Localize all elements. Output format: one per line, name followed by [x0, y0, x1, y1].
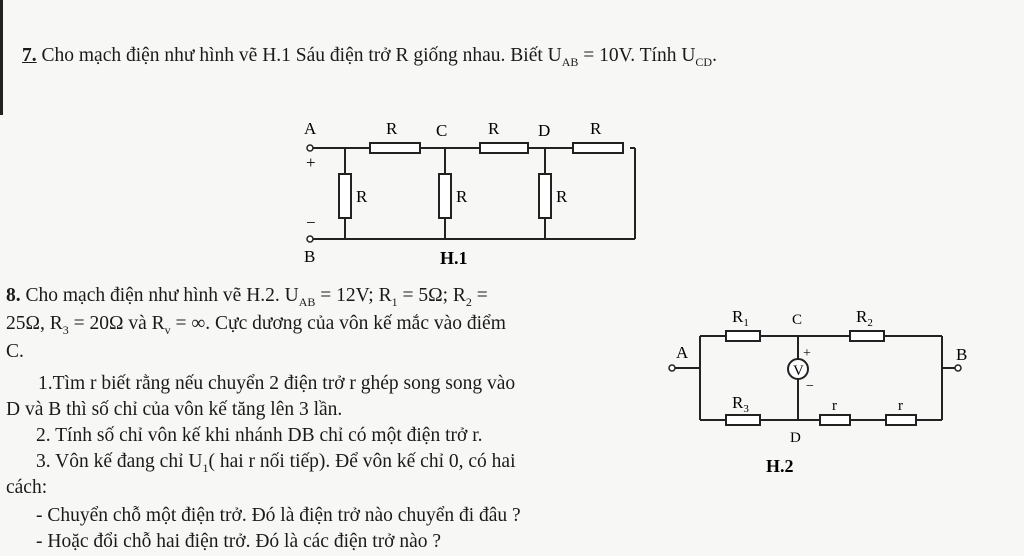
terminal-b	[306, 235, 314, 243]
resistor-label-d-end: R	[590, 119, 602, 138]
voltmeter-label: V	[793, 363, 804, 379]
question-2: 2. Tính số chỉ vôn kế khi nhánh DB chỉ c…	[36, 425, 483, 446]
question-1-line-2: D và B thì số chỉ của vôn kế tăng lên 3 …	[6, 399, 343, 420]
resistor-label-v3: R	[556, 187, 568, 206]
node-a-label: A	[676, 343, 689, 362]
resistor-vertical-1	[338, 173, 352, 219]
problem-7-text-2: = 10V. Tính U	[578, 45, 696, 66]
node-b-label: B	[956, 345, 967, 364]
minus-sign: −	[306, 213, 316, 232]
r-label-first: r	[832, 398, 837, 414]
terminal-a	[306, 144, 314, 152]
voltmeter-minus: −	[806, 379, 814, 394]
problem-7-text: Cho mạch điện như hình vẽ H.1 Sáu điện t…	[41, 45, 562, 66]
resistor-r1	[725, 330, 761, 342]
p8-r3-sub: 3	[62, 322, 69, 337]
r1-sub: 1	[743, 317, 749, 329]
plus-sign: +	[306, 153, 316, 172]
resistor-vertical-3	[538, 173, 552, 219]
terminal-a	[668, 364, 676, 372]
resistor-d-end	[572, 142, 624, 154]
p8-r1-sub: 1	[391, 294, 398, 309]
p8-uab-sub: AB	[298, 294, 316, 309]
uab-subscript: AB	[561, 54, 579, 69]
p8-rv-sub: v	[164, 322, 171, 337]
r3-sub: 3	[743, 403, 749, 415]
problem-7-end: .	[712, 45, 717, 66]
r1-letter: R	[732, 307, 744, 326]
node-c-label: C	[792, 312, 802, 328]
problem-8-line-2: 25Ω, R3 = 20Ω và Rv = ∞. Cực dương của v…	[6, 312, 506, 342]
resistor-vertical-2	[438, 173, 452, 219]
r-label-second: r	[898, 398, 903, 414]
resistor-ac	[369, 142, 421, 154]
left-border-line	[0, 0, 3, 115]
resistor-cd	[479, 142, 529, 154]
p8-l2a: 25Ω, R	[6, 313, 63, 334]
problem-8-line-1: 8. Cho mạch điện như hình vẽ H.2. UAB = …	[6, 284, 488, 314]
p8-l2c: = ∞. Cực dương của vôn kế mắc vào điểm	[170, 313, 506, 334]
cut-off-next-line	[0, 548, 1024, 556]
r3-label: R3	[732, 393, 749, 415]
problem-7-number: 7.	[22, 45, 37, 66]
r1-label: R1	[732, 307, 749, 329]
node-a-label: A	[304, 119, 317, 138]
q3-b: ( hai r nối tiếp). Để vôn kế chỉ 0, có h…	[208, 451, 516, 472]
circuit-diagram-h2: V + − A B C D R1 R2 R3 r r H.2	[668, 307, 967, 476]
question-1-line-1: 1.Tìm r biết rằng nếu chuyển 2 điện trở …	[38, 373, 516, 394]
p8-r2-sub: 2	[465, 294, 472, 309]
answer-bullet-2: - Hoặc đổi chỗ hai điện trở. Đó là các đ…	[36, 531, 442, 552]
resistor-label-cd: R	[488, 119, 500, 138]
r3-letter: R	[732, 393, 744, 412]
resistor-r-second	[885, 414, 917, 426]
resistor-r3	[725, 414, 761, 426]
q3-sub: 1	[202, 460, 209, 475]
problem-7-statement: 7. Cho mạch điện như hình vẽ H.1 Sáu điệ…	[22, 44, 717, 74]
figure-2-caption: H.2	[766, 456, 794, 476]
voltmeter-plus: +	[803, 346, 811, 361]
ucd-subscript: CD	[695, 54, 713, 69]
node-d-label: D	[538, 121, 550, 140]
node-c-label: C	[436, 121, 447, 140]
r2-sub: 2	[867, 317, 873, 329]
answer-bullet-1: - Chuyển chỗ một điện trở. Đó là điện tr…	[36, 505, 521, 526]
problem-8-number: 8.	[6, 285, 21, 306]
question-3-line-2: cách:	[6, 477, 48, 498]
voltmeter	[787, 358, 809, 380]
p8-l1-rest: = 12V; R	[315, 285, 392, 306]
p8-r1-val: = 5Ω; R	[397, 285, 466, 306]
r2-label: R2	[856, 307, 873, 329]
figure-1-caption: H.1	[440, 248, 468, 268]
node-d-label: D	[790, 430, 801, 446]
terminal-b	[954, 364, 962, 372]
p8-r2-val: =	[471, 285, 488, 306]
node-b-label: B	[304, 247, 315, 266]
resistor-r-first	[819, 414, 851, 426]
resistor-label-ac: R	[386, 119, 398, 138]
circuit-diagram-h1: A + − B C D R R R R R R H.1	[304, 119, 636, 268]
question-3-line-1: 3. Vôn kế đang chỉ U1( hai r nối tiếp). …	[36, 450, 515, 480]
resistor-label-v2: R	[456, 187, 468, 206]
q3-a: 3. Vôn kế đang chỉ U	[36, 451, 203, 472]
resistor-label-v1: R	[356, 187, 368, 206]
p8-l1: Cho mạch điện như hình vẽ H.2. U	[20, 285, 299, 306]
r2-letter: R	[856, 307, 868, 326]
resistor-r2	[849, 330, 885, 342]
p8-l2b: = 20Ω và R	[68, 313, 165, 334]
problem-8-line-3: C.	[6, 341, 24, 362]
